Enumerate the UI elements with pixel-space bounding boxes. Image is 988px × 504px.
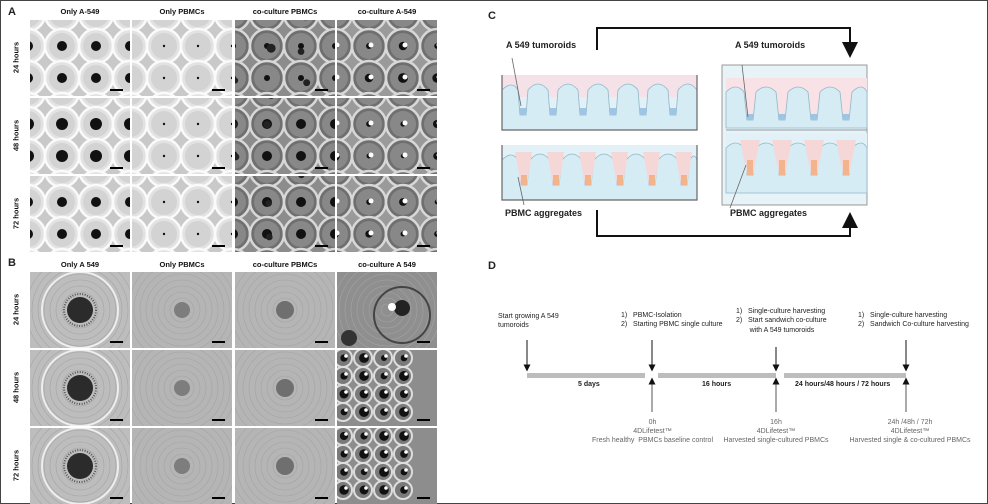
panel-c-diagram (501, 27, 868, 237)
micrograph (235, 350, 335, 426)
micrograph (30, 272, 130, 348)
column-header: Only PBMCs (159, 7, 205, 16)
row-label: 24 hours (11, 293, 21, 326)
panel-c-letter: C (488, 10, 496, 22)
bar-5days (527, 373, 645, 378)
micrograph (235, 176, 335, 252)
column-header: Only A-549 (60, 7, 100, 16)
micrograph (337, 428, 437, 504)
duration-16-hours: 16 hours (702, 381, 732, 388)
micrograph (337, 20, 437, 96)
event-pbmc-isolation: 1) PBMC-Isolation 2) Starting PBMC singl… (621, 312, 723, 329)
bar-16hours (658, 373, 776, 378)
micrograph (235, 20, 335, 96)
column-header: co-culture A 549 (358, 260, 416, 269)
micrograph (30, 20, 130, 96)
micrograph (132, 350, 232, 426)
column-header: Only PBMCs (159, 260, 205, 269)
left-tumoroid-label: A 549 tumoroids (506, 40, 577, 50)
timepoint-24-72h: 24h /48h / 72h 4DLifetest™ Harvested sin… (849, 419, 971, 445)
row-label: 24 hours (11, 41, 21, 74)
duration-24-72-hours: 24 hours/48 hours / 72 hours (795, 381, 891, 388)
column-header: co-culture PBMCs (252, 260, 318, 269)
left-top-plate (501, 75, 698, 131)
column-header: co-culture A-549 (357, 7, 417, 16)
timepoint-0h: 0h 4DLifetest™ Fresh healthy PBMCs basel… (592, 419, 713, 445)
panel-a-letter: A (8, 6, 16, 18)
right-pbmc-label: PBMC aggregates (730, 208, 808, 218)
micrograph (132, 428, 232, 504)
top-connector-arrow (596, 27, 858, 58)
micrograph (132, 98, 232, 174)
right-tumoroid-label: A 549 tumoroids (735, 40, 806, 50)
micrograph (337, 272, 437, 348)
row-label: 48 hours (11, 119, 21, 152)
micrograph (235, 272, 335, 348)
duration-5-days: 5 days (578, 381, 600, 388)
bottom-connector-arrow (596, 210, 858, 237)
bar-24-72hours (784, 373, 906, 378)
micrograph (30, 98, 130, 174)
row-label: 72 hours (11, 449, 21, 482)
micrograph (235, 98, 335, 174)
micrograph (132, 272, 232, 348)
panel-b-letter: B (8, 257, 16, 269)
micrograph (30, 176, 130, 252)
left-bottom-plate (501, 145, 698, 201)
column-header: co-culture PBMCs (252, 7, 318, 16)
left-pbmc-label: PBMC aggregates (505, 208, 583, 218)
panel-d-letter: D (488, 260, 496, 272)
micrograph (235, 428, 335, 504)
micrograph (337, 98, 437, 174)
micrograph (337, 350, 437, 426)
event-single-harvest: 1) Single-culture harvesting 2) Start sa… (736, 308, 827, 334)
micrograph (132, 20, 232, 96)
timepoint-16h: 16h 4DLifetest™ Harvested single-culture… (723, 419, 829, 445)
row-label: 48 hours (11, 371, 21, 404)
timeline (523, 340, 910, 412)
micrograph (30, 428, 130, 504)
row-label: 72 hours (11, 197, 21, 230)
column-header: Only A 549 (60, 260, 100, 269)
micrograph (132, 176, 232, 252)
right-sandwich-plate (721, 64, 868, 206)
micrograph (30, 350, 130, 426)
event-cocuture-harvest: 1) Single-culture harvesting 2) Sandwich… (858, 312, 969, 329)
micrograph (337, 176, 437, 252)
event-start-tumoroids: Start growing A 549 tumoroids (498, 313, 559, 330)
